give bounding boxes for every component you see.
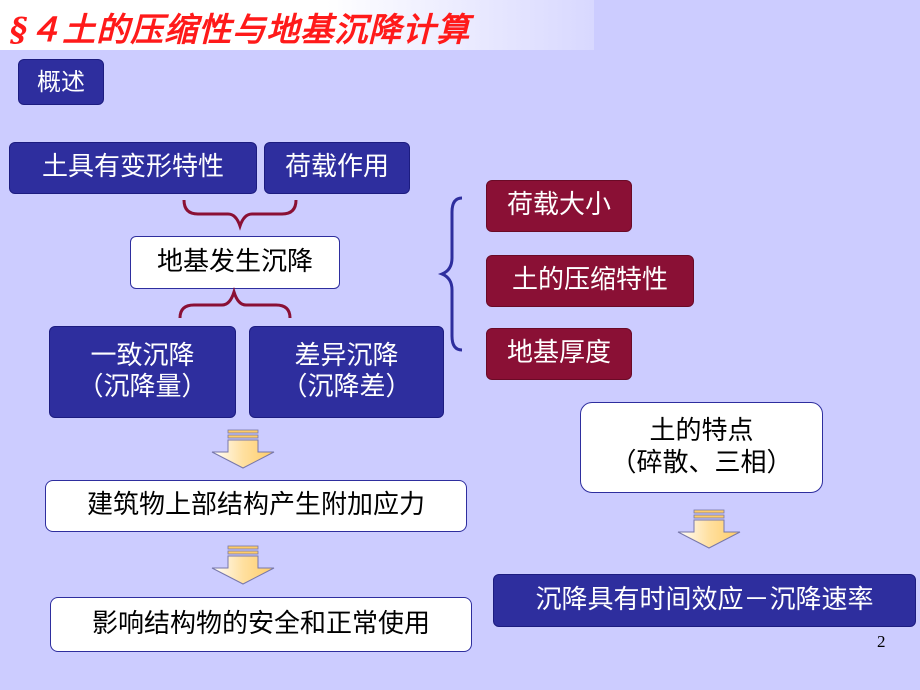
soil-line2: （碎散、三相） [610,447,793,478]
brace-top [182,199,298,231]
brace-middle [178,286,292,319]
section-label-text: 概述 [37,67,85,96]
additional-stress-text: 建筑物上部结构产生附加应力 [86,490,425,521]
safety-text: 影响结构物的安全和正常使用 [91,608,430,639]
influence-thickness-box: 地基厚度 [486,328,632,380]
soil-features-box: 土的特点 （碎散、三相） [580,402,823,493]
influence-load-size-box: 荷载大小 [486,180,632,232]
factor-deformation-text: 土具有变形特性 [41,152,224,183]
settlement-text: 地基发生沉降 [156,246,313,277]
arrow-down-3 [677,509,741,549]
uniform-line2: （沉降量） [77,372,208,402]
uniform-settlement-box: 一致沉降 （沉降量） [49,326,236,418]
title-bar: §４土的压缩性与地基沉降计算 [0,0,594,50]
page-number: 2 [877,632,886,651]
uniform-line1: 一致沉降 [90,340,195,371]
time-effect-text: 沉降具有时间效应－沉降速率 [535,584,874,615]
factor-load-text: 荷载作用 [284,152,389,183]
soil-line1: 土的特点 [649,416,754,447]
arrow-down-2 [211,545,275,585]
differential-line2: （沉降差） [281,372,412,402]
additional-stress-box: 建筑物上部结构产生附加应力 [45,480,467,532]
safety-box: 影响结构物的安全和正常使用 [50,597,472,652]
differential-settlement-box: 差异沉降 （沉降差） [249,326,444,418]
arrow-down-1 [211,429,275,469]
settlement-box: 地基发生沉降 [130,236,340,289]
influence-load-size-text: 荷载大小 [506,190,611,221]
influence-compressibility-text: 土的压缩特性 [511,265,668,296]
brace-right [437,196,463,352]
factor-load-box: 荷载作用 [264,142,410,194]
influence-thickness-text: 地基厚度 [506,338,611,369]
time-effect-box: 沉降具有时间效应－沉降速率 [493,574,916,627]
differential-line1: 差异沉降 [294,340,399,371]
factor-deformation-box: 土具有变形特性 [9,142,257,194]
section-label: 概述 [18,59,104,105]
influence-compressibility-box: 土的压缩特性 [486,255,694,307]
slide-title: §４土的压缩性与地基沉降计算 [10,10,471,49]
